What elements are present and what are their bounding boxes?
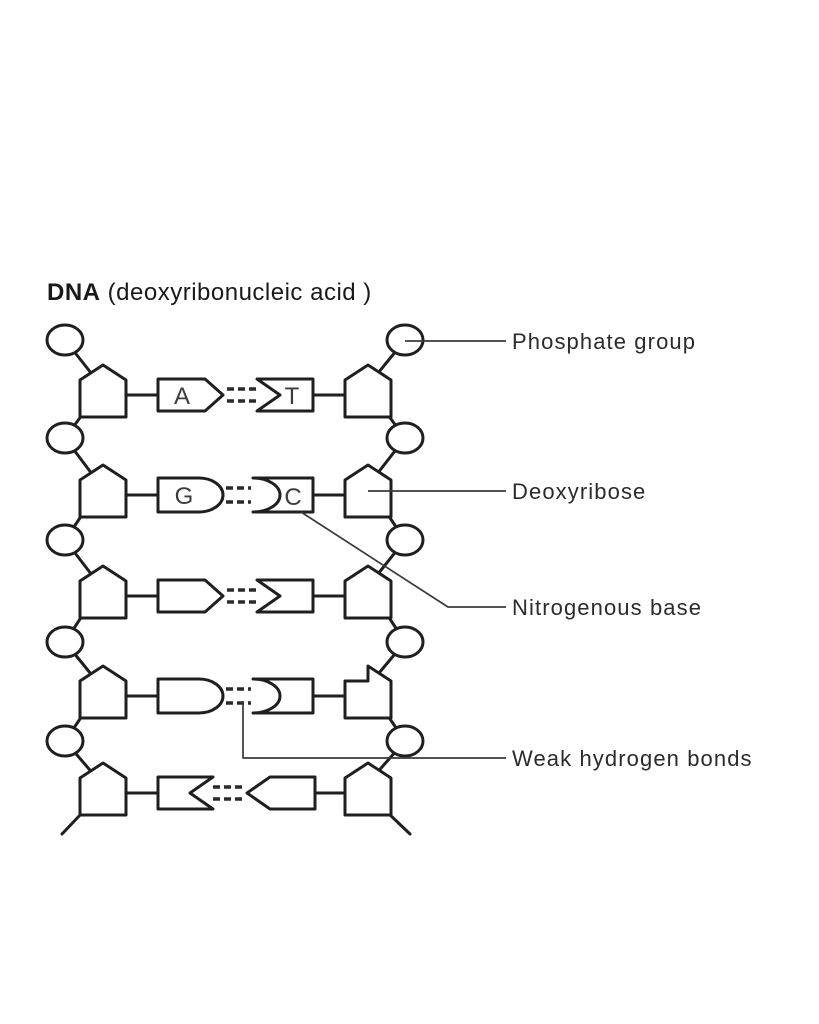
deoxyribose-pentagon xyxy=(343,664,393,720)
base-adenine xyxy=(156,377,225,413)
base-adenine-unlabeled xyxy=(156,578,225,614)
label-deoxyribose: Deoxyribose xyxy=(512,479,646,504)
deoxyribose-pentagon xyxy=(343,363,393,419)
deoxyribose-pentagons-left xyxy=(78,363,128,817)
base-letter-c: C xyxy=(284,484,301,511)
phosphate-circle xyxy=(385,523,425,557)
deoxyribose-pentagon xyxy=(78,664,128,720)
rung-connectors xyxy=(126,393,345,795)
phosphate-circle xyxy=(45,724,85,758)
title-acronym: DNA xyxy=(47,279,101,306)
phosphate-circle xyxy=(45,323,85,357)
phosphate-circle xyxy=(45,523,85,557)
hydrogen-bonds xyxy=(213,387,256,801)
phosphate-circles-right xyxy=(385,323,425,758)
base-thymine-unlabeled xyxy=(255,578,315,614)
phosphate-circle xyxy=(385,421,425,455)
leader-weak-hydrogen-bonds xyxy=(242,701,506,759)
base-adenine-reversed xyxy=(245,775,317,811)
label-phosphate-group: Phosphate group xyxy=(512,329,696,354)
deoxyribose-pentagon xyxy=(78,363,128,419)
base-cytosine-unlabeled xyxy=(251,677,315,715)
leader-nitrogenous-base xyxy=(300,511,506,608)
right-strand-tail xyxy=(386,811,412,836)
base-letter-t: T xyxy=(285,383,300,410)
deoxyribose-pentagon xyxy=(343,761,393,817)
figure-title: DNA (deoxyribonucleic acid ) xyxy=(47,279,372,306)
deoxyribose-pentagon xyxy=(78,761,128,817)
base-guanine xyxy=(156,476,225,514)
base-thymine xyxy=(255,377,315,413)
base-thymine-reversed xyxy=(156,775,215,811)
base-cytosine xyxy=(251,476,315,514)
phosphate-circle xyxy=(45,625,85,659)
base-guanine-unlabeled xyxy=(156,677,225,715)
left-strand-tail xyxy=(60,811,84,836)
phosphate-circle xyxy=(385,724,425,758)
deoxyribose-pentagon xyxy=(78,463,128,519)
label-nitrogenous-base: Nitrogenous base xyxy=(512,595,702,620)
callout-labels: Phosphate group Deoxyribose Nitrogenous … xyxy=(512,329,753,771)
base-letter-labels: A T G C xyxy=(174,383,302,511)
nitrogenous-bases xyxy=(156,377,317,811)
leader-lines xyxy=(242,340,506,759)
label-weak-hydrogen-bonds: Weak hydrogen bonds xyxy=(512,746,753,771)
title-expansion: (deoxyribonucleic acid ) xyxy=(101,279,372,306)
phosphate-circle xyxy=(385,323,425,357)
phosphate-circles-left xyxy=(45,323,85,758)
phosphate-circle xyxy=(385,625,425,659)
deoxyribose-pentagon xyxy=(78,564,128,620)
deoxyribose-pentagons-right xyxy=(343,363,393,817)
base-letter-g: G xyxy=(175,483,194,510)
phosphate-circle xyxy=(45,421,85,455)
deoxyribose-pentagon xyxy=(343,564,393,620)
base-letter-a: A xyxy=(174,383,190,410)
